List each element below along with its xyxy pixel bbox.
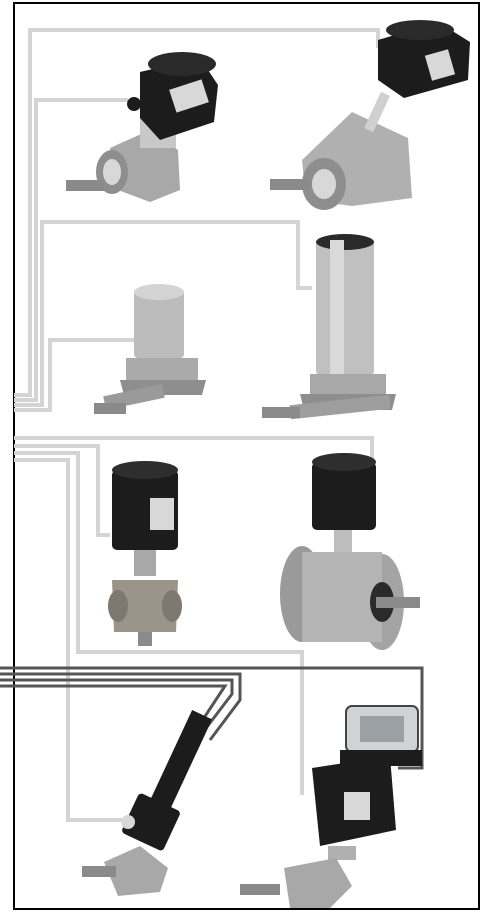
pneumatic-lines-dark: [0, 666, 424, 770]
air-line-2: [14, 98, 128, 402]
air-line-10: [0, 672, 242, 741]
air-line-7: [14, 451, 304, 795]
angle-seat-valve-small-icon: [66, 52, 218, 202]
air-line-12: [0, 684, 228, 731]
globe-valve-threaded-icon: [108, 461, 182, 646]
air-line-4: [14, 338, 140, 412]
diaphragm-valve-small-icon: [94, 284, 206, 414]
air-line-8: [14, 458, 128, 822]
air-line-11: [0, 678, 234, 737]
angle-seat-valve-extended-actuator-icon: [82, 710, 213, 896]
pneumatic-lines-light: [14, 28, 380, 822]
figure-frame: [13, 2, 480, 910]
air-line-9: [0, 666, 424, 770]
globe-valve-flanged-icon: [280, 453, 420, 650]
angle-seat-valve-large-icon: [270, 20, 470, 210]
air-line-3: [14, 220, 312, 407]
air-line-1: [14, 28, 380, 397]
diaphragm-valve-large-icon: [262, 234, 396, 420]
air-line-6: [14, 444, 110, 537]
angle-seat-valve-with-position-indicator-icon: [240, 705, 422, 908]
